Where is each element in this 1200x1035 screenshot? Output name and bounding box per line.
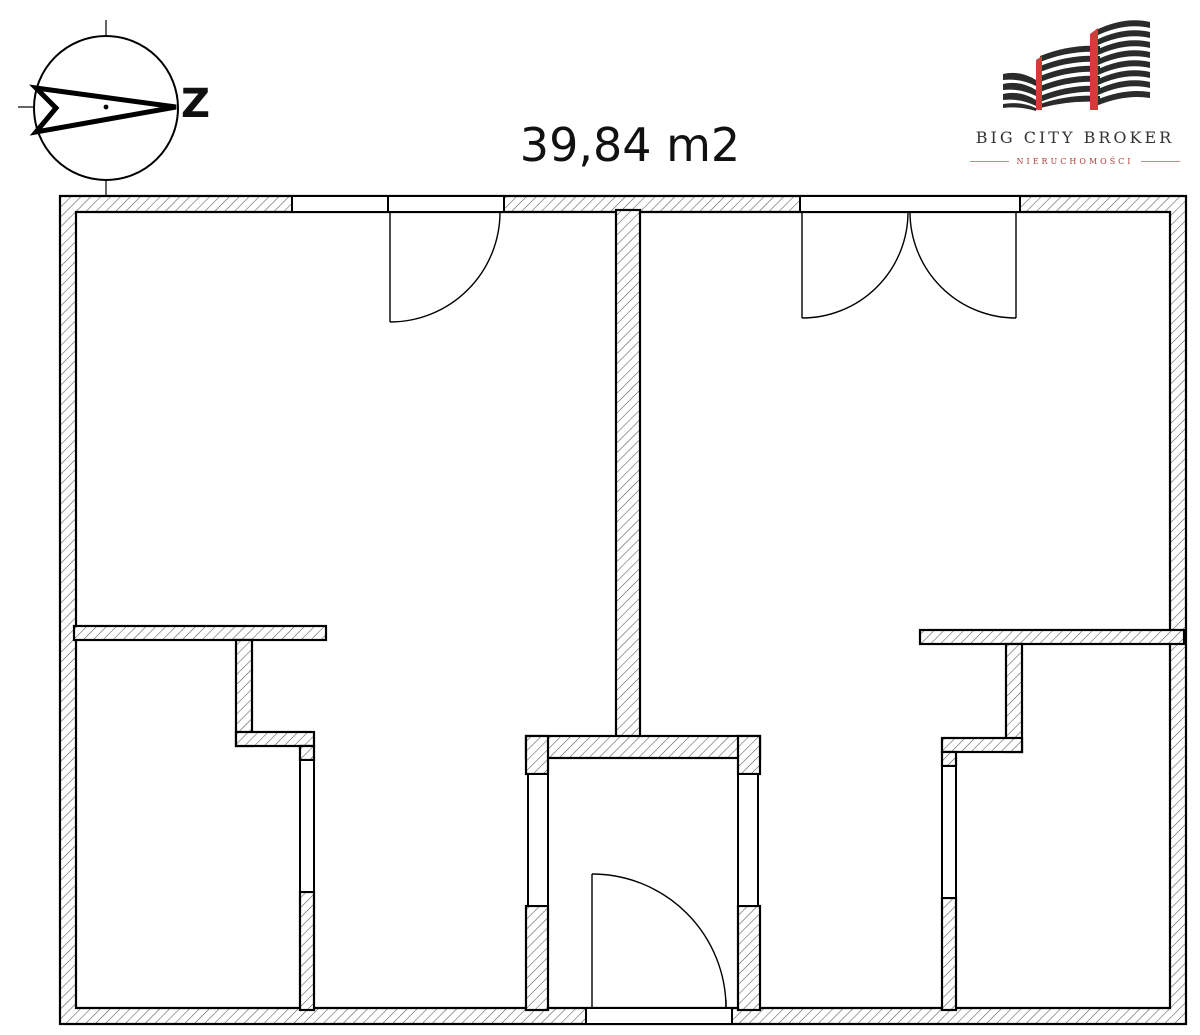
bottom-entry-gap <box>585 1007 733 1025</box>
center-wall <box>614 208 642 740</box>
door-top-left <box>389 211 501 323</box>
brand-subtitle-row: NIERUCHOMOŚCI <box>970 154 1180 168</box>
brand-logo-graphic <box>1003 20 1150 111</box>
brand-subtitle: NIERUCHOMOŚCI <box>1016 156 1134 166</box>
top-door-gap-left <box>387 195 505 213</box>
left-closet-ledge <box>234 730 316 748</box>
compass-rose <box>18 20 179 196</box>
top-window-right <box>799 195 1021 213</box>
right-room-wall-top <box>940 750 958 768</box>
right-closet-ledge <box>940 736 1024 754</box>
left-closet-wall <box>234 638 254 748</box>
doors <box>389 211 1017 1009</box>
left-room-wall-top <box>298 744 316 762</box>
bath-right-wall-bottom <box>736 904 762 1012</box>
right-closet-wall <box>1004 642 1024 754</box>
bath-left-thin <box>527 773 549 907</box>
door-bathroom <box>591 873 727 1009</box>
top-window-left <box>291 195 389 213</box>
walls <box>58 194 1188 1026</box>
area-label: 39,84 m2 <box>519 118 741 172</box>
bath-left-wall-bottom <box>524 904 550 1012</box>
left-room-wall-bottom <box>298 890 316 1012</box>
right-thin-partition <box>941 765 957 899</box>
right-room-wall-bottom <box>940 896 958 1012</box>
brand-name: BIG CITY BROKER <box>975 128 1175 147</box>
bath-right-thin <box>737 773 759 907</box>
left-thin-partition <box>299 759 315 893</box>
right-divider-wall <box>918 628 1186 646</box>
door-top-right-double <box>801 211 1017 319</box>
brand-rule-right <box>1141 160 1180 162</box>
brand-rule-left <box>970 160 1009 162</box>
bath-left-wall-top <box>524 734 550 776</box>
bath-top-wall <box>524 734 762 760</box>
bath-right-wall-top <box>736 734 762 776</box>
left-divider-wall <box>72 624 328 642</box>
openings <box>291 195 1021 1025</box>
compass-direction-letter: Z <box>181 81 211 127</box>
